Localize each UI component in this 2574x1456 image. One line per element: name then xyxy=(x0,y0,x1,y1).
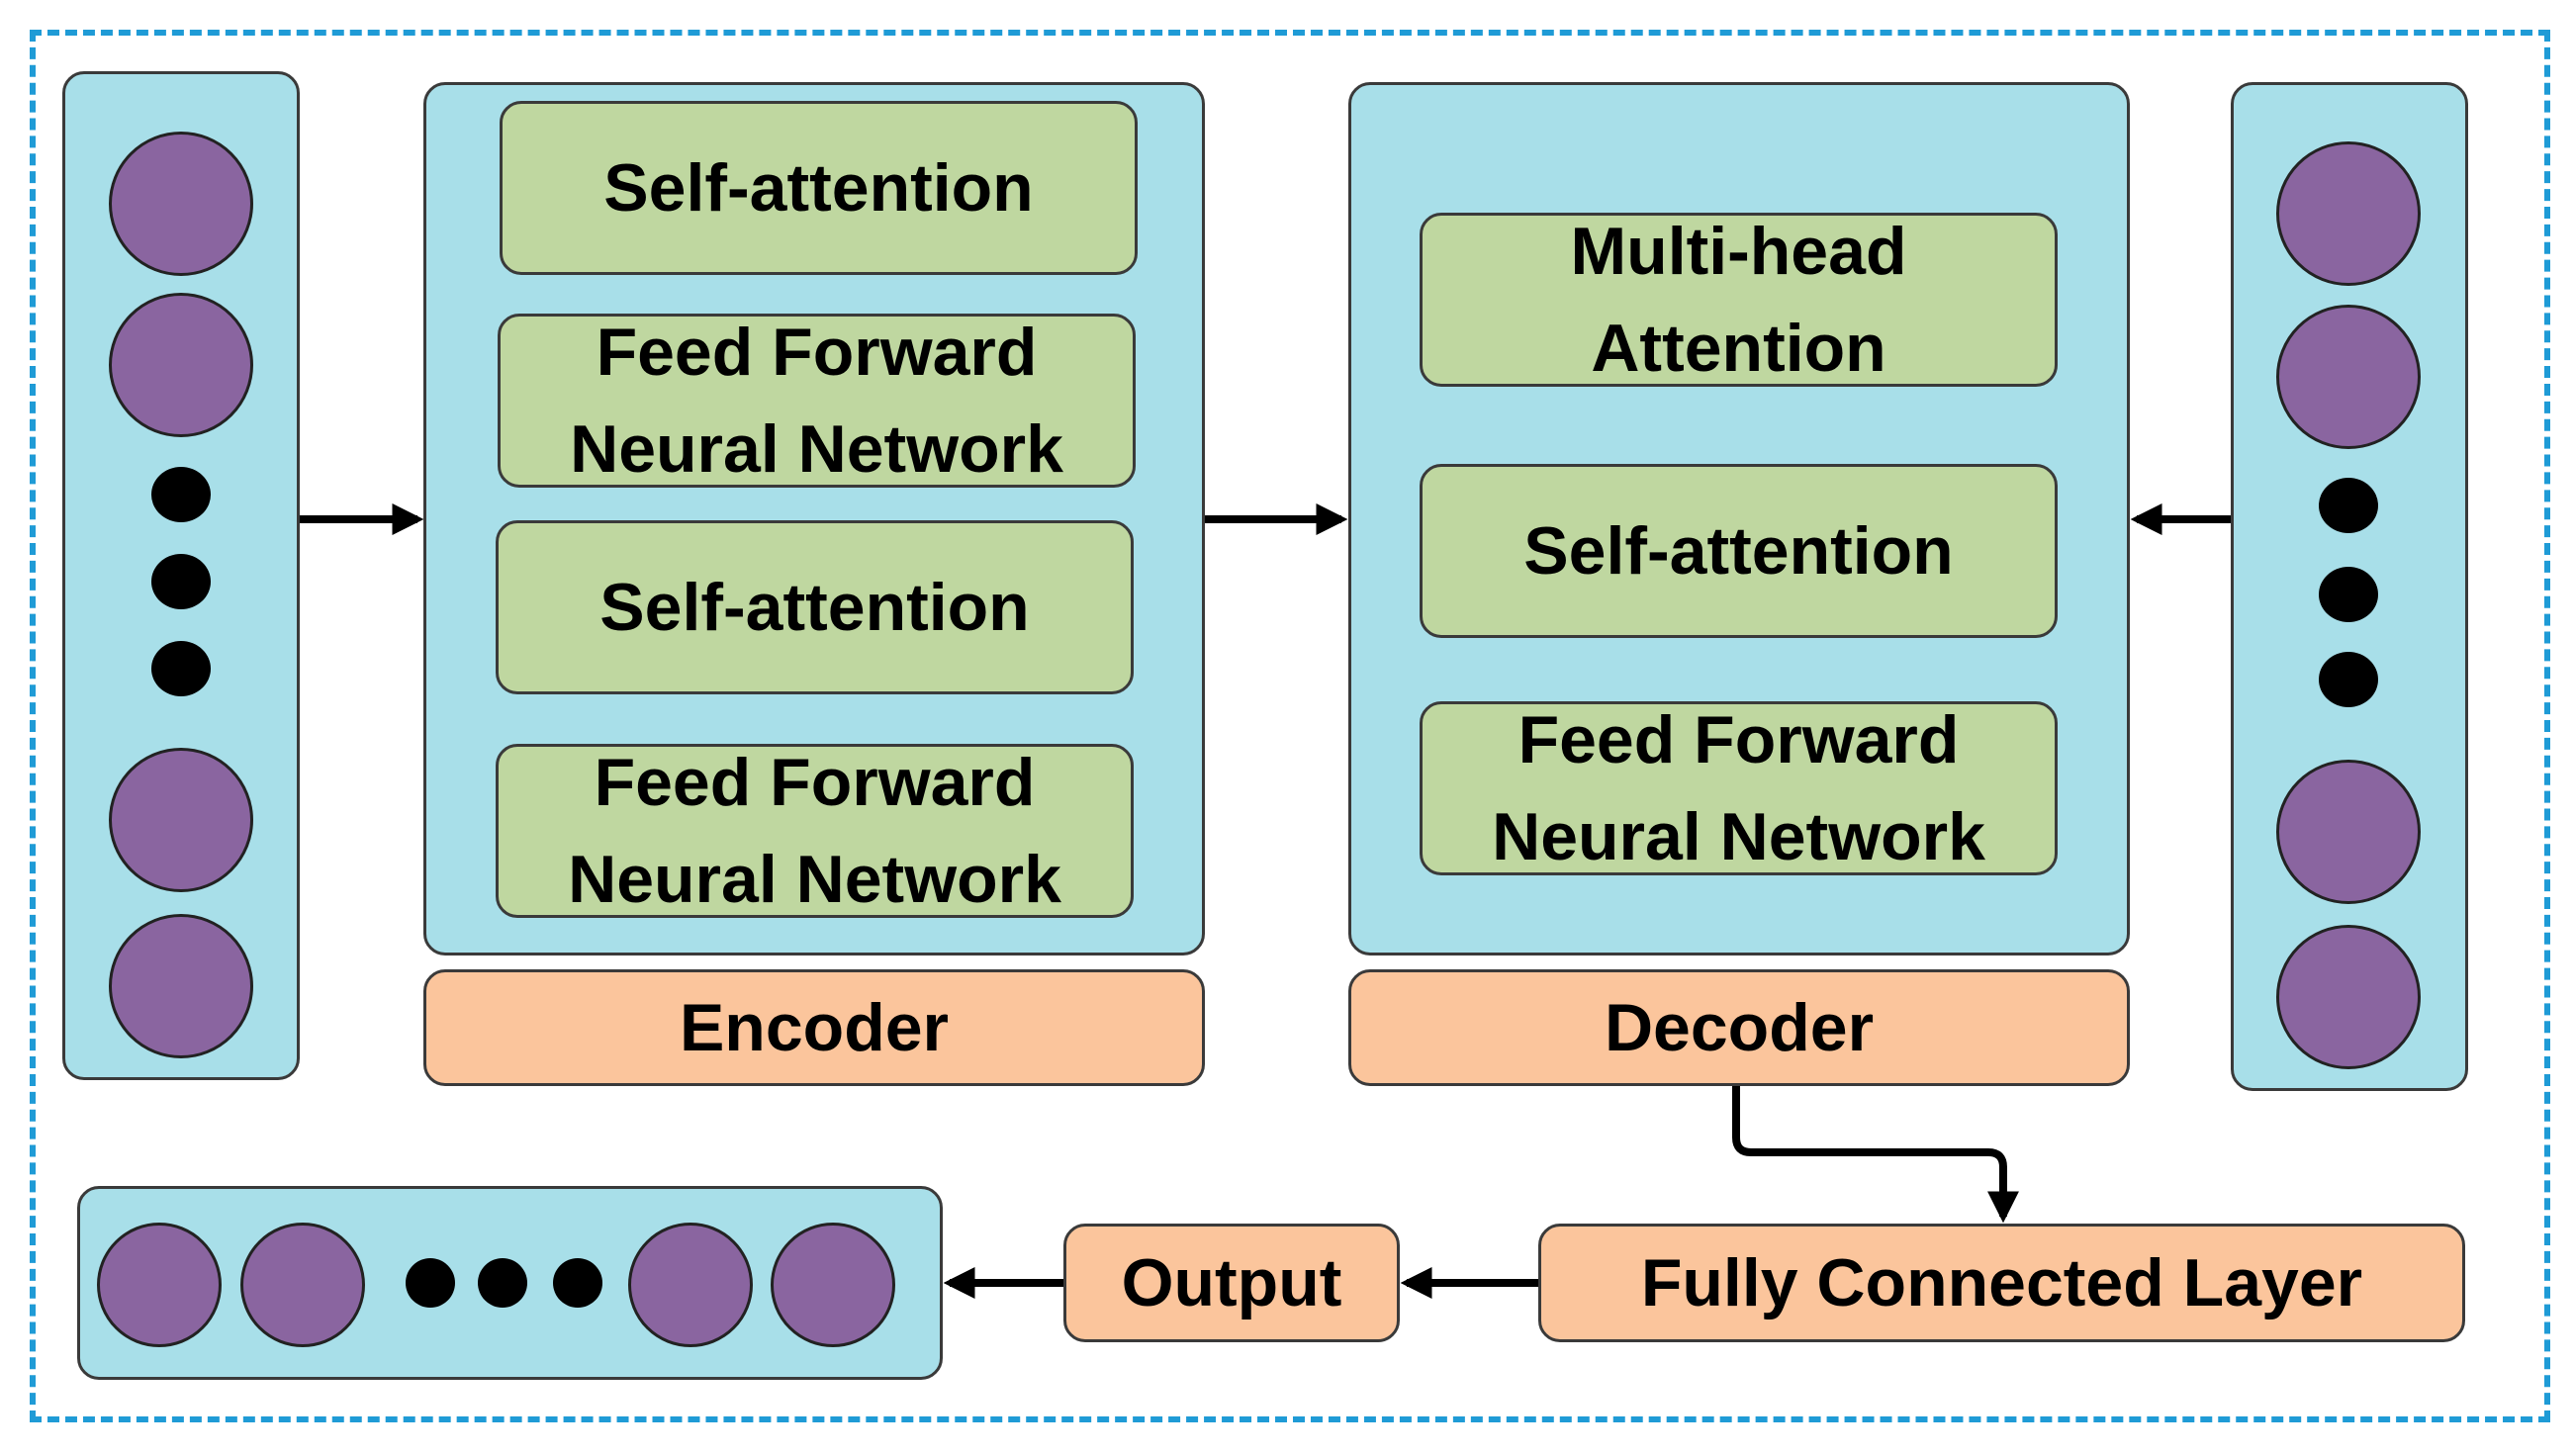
encoder-label: Encoder xyxy=(423,969,1205,1086)
input-token-node xyxy=(109,748,253,892)
ellipsis-dot xyxy=(151,554,211,609)
ellipsis-dot xyxy=(406,1258,455,1308)
fully-connected-layer-block: Fully Connected Layer xyxy=(1538,1224,2465,1342)
decoder-to-fc-arrow xyxy=(1732,1086,2019,1224)
ellipsis-dot xyxy=(2319,478,2378,533)
encoder-self-attention-block: Self-attention xyxy=(500,101,1138,275)
target-token-node xyxy=(2276,760,2421,904)
ellipsis-dot xyxy=(478,1258,527,1308)
output-token-node xyxy=(771,1223,895,1347)
decoder-self-attention-block: Self-attention xyxy=(1420,464,2058,638)
ellipsis-dot xyxy=(2319,567,2378,622)
target-token-node xyxy=(2276,925,2421,1069)
ellipsis-dot xyxy=(2319,652,2378,707)
encoder-feed-forward-block: Feed Forward Neural Network xyxy=(496,744,1134,918)
target-token-node xyxy=(2276,141,2421,286)
output-token-node xyxy=(628,1223,753,1347)
decoder-label: Decoder xyxy=(1348,969,2130,1086)
encoder-self-attention-block: Self-attention xyxy=(496,520,1134,694)
outer-frame xyxy=(30,30,2550,1422)
output-block: Output xyxy=(1063,1224,1400,1342)
input-token-node xyxy=(109,914,253,1058)
ellipsis-dot xyxy=(151,467,211,522)
decoder-feed-forward-block: Feed Forward Neural Network xyxy=(1420,701,2058,875)
output-token-node xyxy=(240,1223,365,1347)
target-token-node xyxy=(2276,305,2421,449)
input-token-node xyxy=(109,132,253,276)
ellipsis-dot xyxy=(553,1258,602,1308)
encoder-feed-forward-block: Feed Forward Neural Network xyxy=(498,314,1136,488)
ellipsis-dot xyxy=(151,641,211,696)
output-token-node xyxy=(97,1223,222,1347)
decoder-multi-head-attention-block: Multi-head Attention xyxy=(1420,213,2058,387)
input-token-node xyxy=(109,293,253,437)
